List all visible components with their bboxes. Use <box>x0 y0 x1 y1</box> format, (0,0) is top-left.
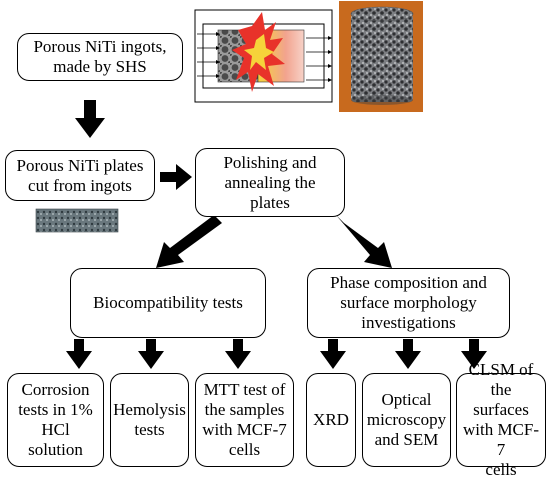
porous-plate-photo <box>35 208 119 233</box>
optical-sem-box: Optical microscopy and SEM <box>362 373 451 467</box>
corrosion-label: Corrosion tests in 1% HCl solution <box>18 380 93 459</box>
xrd-label: XRD <box>313 410 349 429</box>
plates-label: Porous NiTi plates cut from ingots <box>16 155 144 195</box>
optical-sem-label: Optical microscopy and SEM <box>366 390 447 449</box>
plates-box: Porous NiTi plates cut from ingots <box>5 150 155 201</box>
xrd-box: XRD <box>306 373 356 467</box>
hemolysis-box: Hemolysis tests <box>110 373 189 467</box>
phase-composition-box: Phase composition and surface morphology… <box>307 268 510 338</box>
polishing-box: Polishing and annealing the plates <box>195 148 345 217</box>
mtt-label: MTT test of the samples with MCF-7 cells <box>202 380 287 459</box>
mtt-box: MTT test of the samples with MCF-7 cells <box>195 373 294 467</box>
biocompatibility-box: Biocompatibility tests <box>70 268 266 338</box>
clsm-box: CLSM of the surfaces with MCF-7 cells <box>456 360 546 479</box>
ingots-box: Porous NiTi ingots, made by SHS <box>17 33 183 81</box>
biocompatibility-label: Biocompatibility tests <box>93 293 243 312</box>
polishing-label: Polishing and annealing the plates <box>223 152 317 212</box>
corrosion-box: Corrosion tests in 1% HCl solution <box>7 373 104 467</box>
shs-reactor-icon <box>194 9 333 103</box>
ingots-label: Porous NiTi ingots, made by SHS <box>33 37 167 76</box>
clsm-label: CLSM of the surfaces with MCF-7 cells <box>462 360 540 479</box>
porous-cylinder-photo <box>339 1 423 112</box>
flow-arrows <box>66 100 487 369</box>
hemolysis-label: Hemolysis tests <box>113 400 186 439</box>
phase-composition-label: Phase composition and surface morphology… <box>330 273 487 332</box>
